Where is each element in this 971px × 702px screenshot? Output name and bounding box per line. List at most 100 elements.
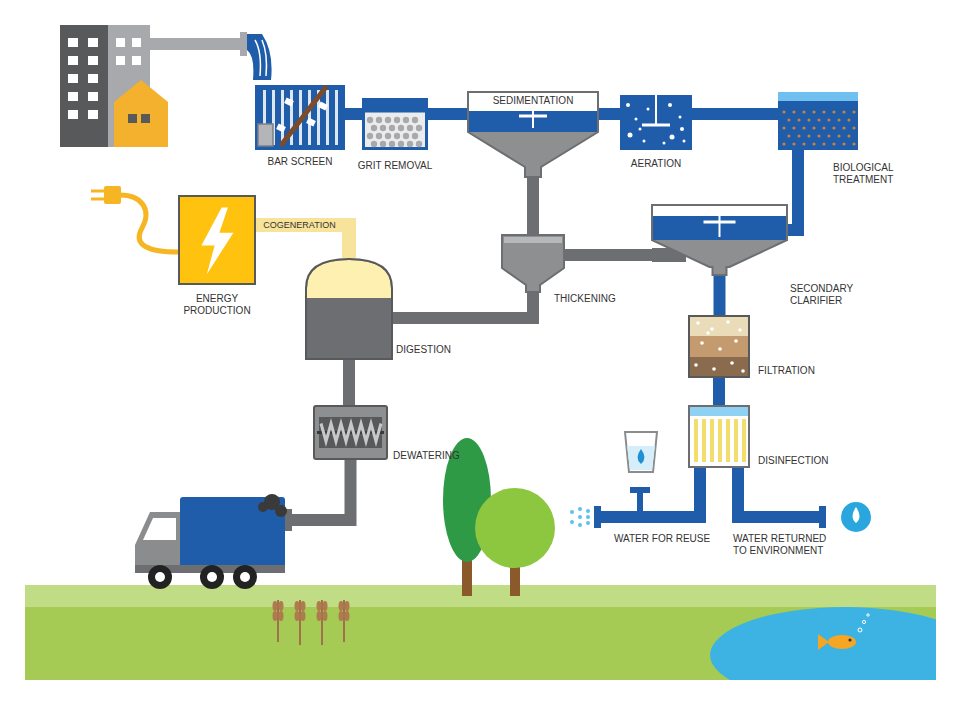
unit-shape [255,85,345,150]
uv-lamp [734,419,738,462]
microbe-dot [837,134,840,137]
water-drop-icon [853,507,860,523]
unit-shape [502,235,564,292]
grit-stone [385,117,391,123]
debris [306,118,316,127]
drinking-glass [627,446,655,470]
air-bubble [639,128,642,131]
scraper [719,216,721,237]
water-spray [586,509,590,513]
water-outlet-pipes [637,492,643,517]
bar-screen: BAR SCREEN [255,85,345,150]
unit-label: DIGESTION [396,344,451,356]
wheat [317,611,322,621]
inlet-pipe [240,32,247,56]
air-bubble [628,133,633,138]
digester-tank [306,259,392,359]
pipe-connector [714,275,726,315]
pond [710,607,936,680]
unit-label-text: SECONDARY CLARIFIER [790,283,853,307]
microbe-dot [812,126,815,129]
screen-bar [281,90,284,145]
wheat [301,611,306,621]
water-spray [586,521,590,525]
microbe-dot [842,126,845,129]
unit-label-text: AERATION [631,158,681,170]
microbe-dot [832,126,835,129]
unit-label: DEWATERING [393,450,460,462]
debris [318,102,328,111]
microbe-dot [847,134,850,137]
pipe-connector [345,108,362,120]
inlet-pipe [255,40,260,76]
water-spray [570,507,590,527]
inlet-pipe [247,34,272,80]
rake [282,88,325,144]
tank-water [653,216,786,240]
microbe-dot [787,134,790,137]
screen-bar [308,90,311,145]
air-bubble [670,135,675,140]
microbe-dot [812,142,815,145]
grit-stone [394,117,400,123]
filter-grain [710,327,714,331]
grit-stone [412,117,418,123]
pipe-connector [692,108,778,120]
filter-layer [689,316,749,336]
pipe-label-text: COGENERATION [261,220,337,231]
filter-grain [700,341,704,345]
air-bubble [626,103,630,107]
uv-lamp [702,419,706,462]
uv-lamp [726,419,730,462]
screen-bar [326,90,329,145]
grit-stone [371,141,377,147]
grit-stone [367,117,373,123]
unit-label: GRIT REMOVAL [358,160,433,172]
wheat [339,611,344,621]
microbe-dot [782,142,785,145]
unit-shape [652,205,787,275]
grit-stone [407,125,413,131]
microbe-dot [852,110,855,113]
outlet-label: WATER FOR REUSE [614,533,710,545]
grit-stone [371,125,377,131]
microbe-dot [802,142,805,145]
microbe-dot [832,142,835,145]
unit-label-text: SEDIMENTATION [493,95,574,107]
filter-layer [689,336,749,357]
scraper [532,111,534,128]
inlet-pipe [262,40,267,76]
microbe-dot [842,142,845,145]
aeration-tank [620,95,692,150]
truck [275,505,287,517]
city-buildings [132,56,141,65]
unit-label: DISINFECTION [758,455,829,467]
grit-stone [403,133,409,139]
microbe-dot [807,134,810,137]
microbe-dot [852,126,855,129]
water-outlet-pipes [738,468,820,517]
sludge-outlet-pipe [292,460,351,520]
city-buildings [88,56,98,65]
power-plug [91,190,104,193]
trees [443,438,555,596]
microbe-dot [832,110,835,113]
unit-label: ENERGY PRODUCTION [183,293,250,317]
bar-screen-tank [255,85,345,150]
grit-stone [398,125,404,131]
unit-shape [305,258,393,360]
uv-lamp [718,419,722,462]
fish [828,635,856,649]
filter-grain [696,321,700,325]
grit-stone [403,117,409,123]
air-bubble [647,108,650,111]
biological-tank [778,92,858,150]
tank-outline [652,205,787,275]
microbe-dot [792,110,795,113]
grit-stone [394,133,400,139]
filter-grain [726,320,730,324]
fish [818,634,829,650]
city-buildings [68,38,78,47]
pipe-connector [713,378,725,405]
unit-label-text: BIOLOGICAL TREATMENT [833,162,893,186]
